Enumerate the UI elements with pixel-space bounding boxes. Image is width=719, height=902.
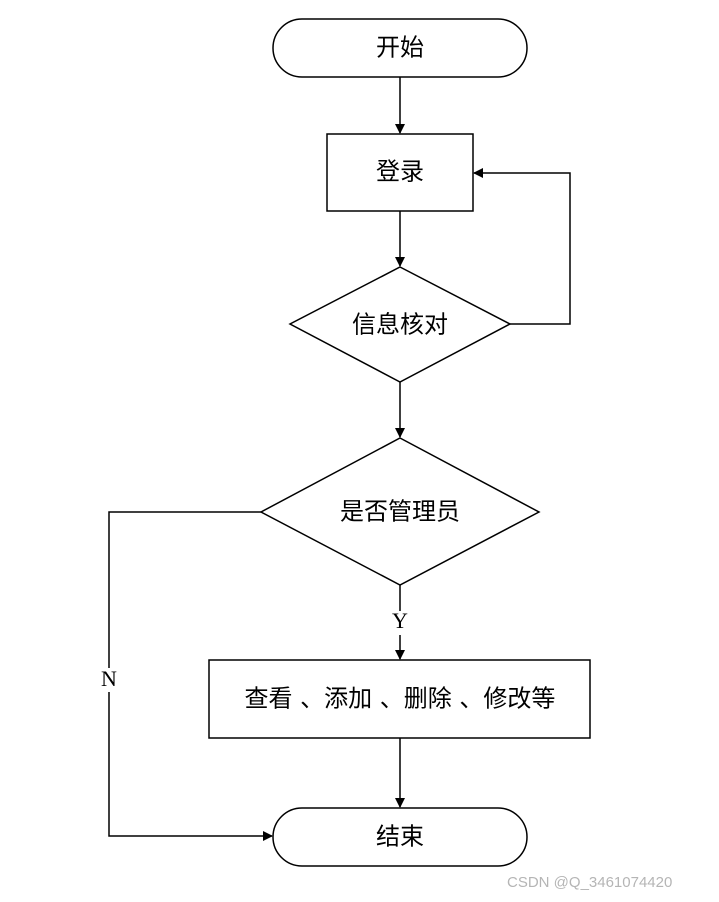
verify-label: 信息核对	[352, 311, 448, 339]
admin-check-label: 是否管理员	[340, 498, 460, 526]
verify-decision-node: 信息核对	[288, 266, 512, 383]
admin-check-decision-node: 是否管理员	[259, 437, 541, 586]
yes-label: Y	[392, 608, 408, 633]
end-node: 结束	[272, 807, 528, 867]
start-label: 开始	[376, 34, 424, 62]
admin-actions-label: 查看 、添加 、删除 、修改等	[245, 685, 556, 713]
no-label: N	[101, 666, 117, 691]
arrow-verify-loop-to-login	[473, 168, 571, 325]
login-label: 登录	[376, 158, 424, 186]
login-node: 登录	[326, 133, 474, 212]
start-node: 开始	[272, 18, 528, 78]
watermark-text: CSDN @Q_3461074420	[507, 874, 673, 891]
end-label: 结束	[376, 823, 424, 851]
admin-actions-node: 查看 、添加 、删除 、修改等	[208, 659, 591, 739]
